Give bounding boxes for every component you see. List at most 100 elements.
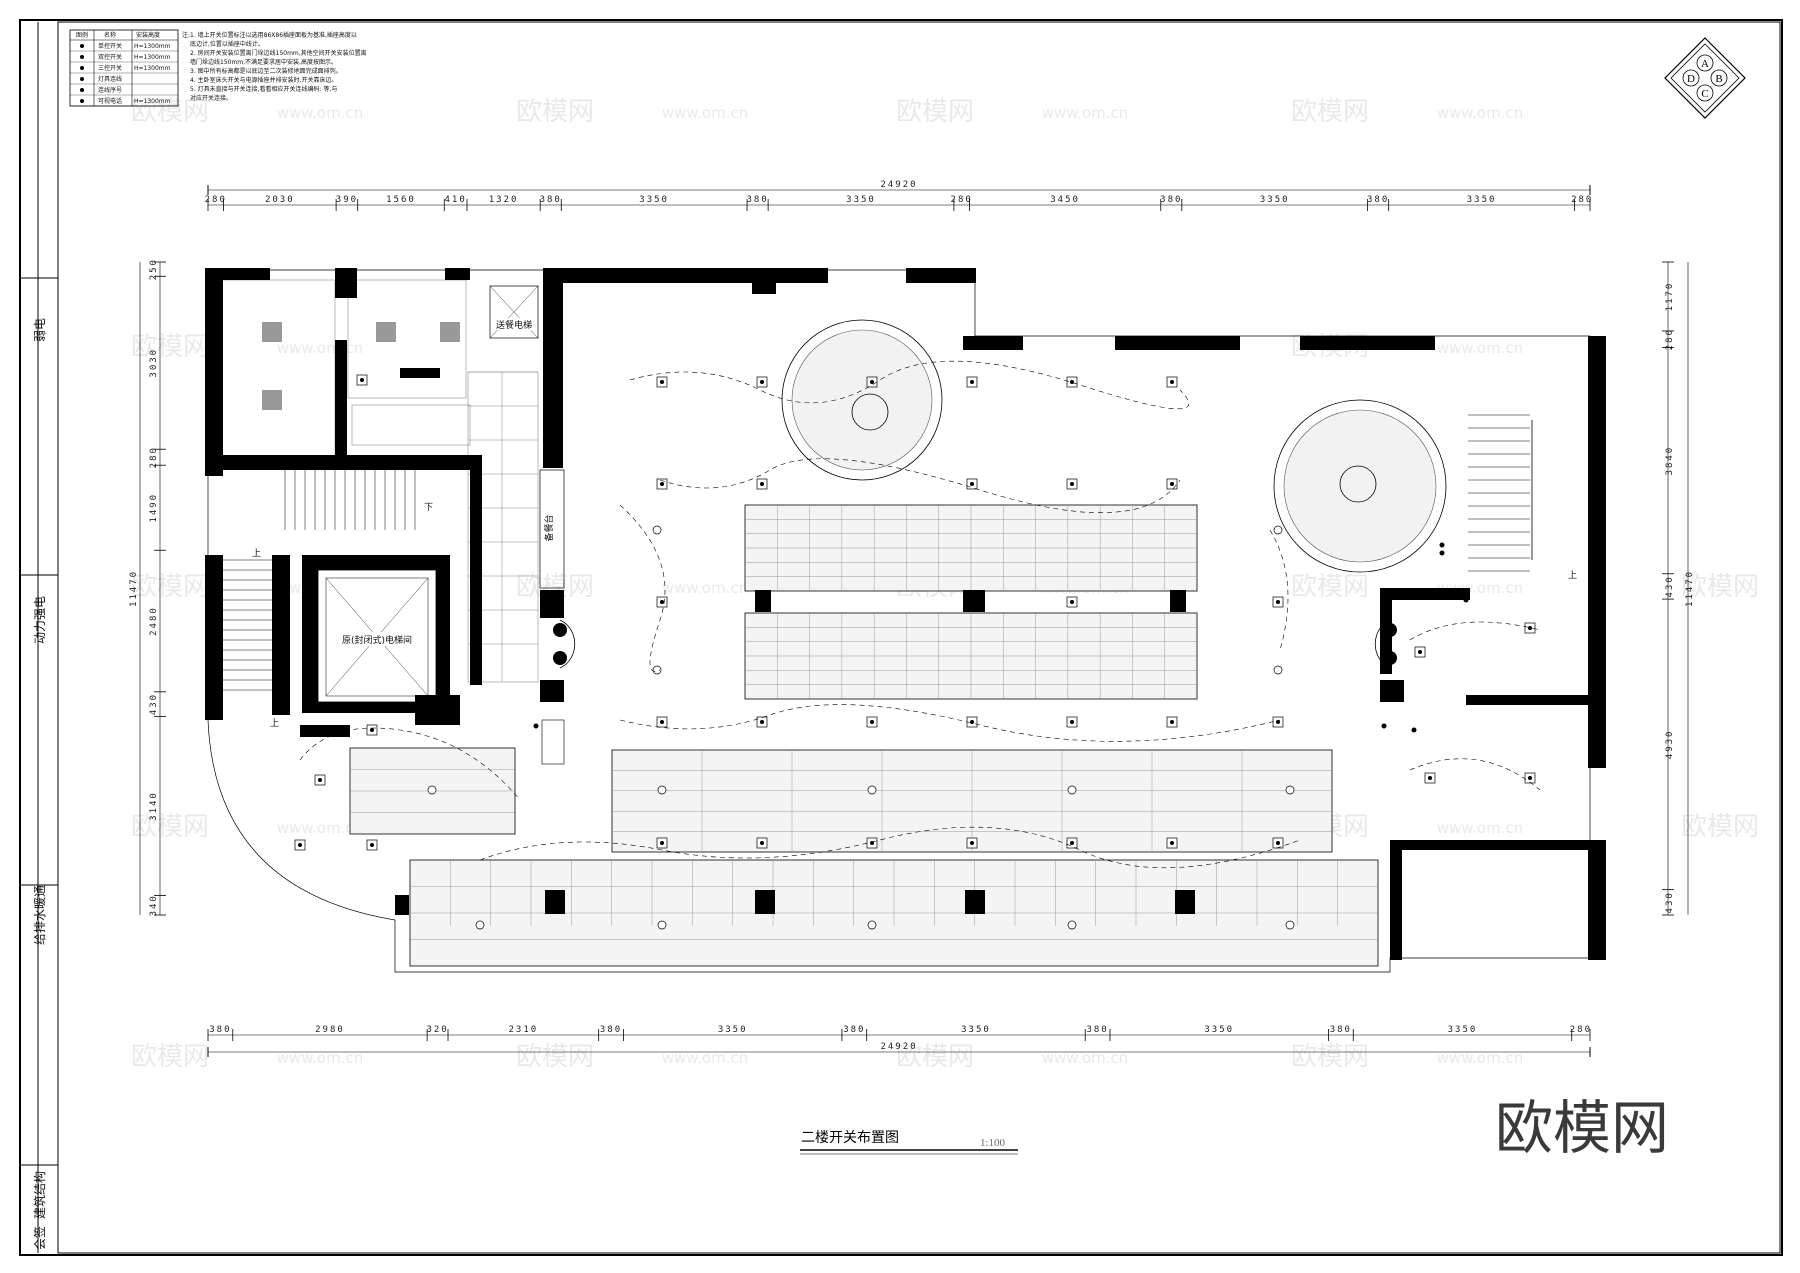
wall-segment — [1588, 588, 1606, 768]
downlight-icon — [867, 920, 877, 930]
stair-up-label-1: 上 — [252, 548, 261, 559]
column-pad — [376, 322, 396, 342]
wall-segment — [1390, 840, 1402, 960]
watermark-url: www.om.cn — [277, 819, 364, 837]
legend-name: 连线序号 — [98, 86, 122, 94]
watermark-url: www.om.cn — [1042, 1049, 1129, 1067]
wiring-line — [1409, 758, 1541, 791]
wall-segment — [1115, 336, 1240, 350]
watermark-url: www.om.cn — [1437, 104, 1524, 122]
compass-label-b: B — [1715, 73, 1722, 85]
dimension-label: 3350 — [1260, 195, 1290, 205]
watermark-cn: 欧模网 — [516, 1042, 594, 1072]
downlight-icon — [652, 525, 662, 535]
wall-segment — [445, 268, 470, 280]
drawing-scale: 1:100 — [980, 1137, 1006, 1149]
lighting-fixtures — [294, 374, 1536, 930]
watermark-cn: 欧模网 — [896, 97, 974, 127]
watermark-url: www.om.cn — [1437, 1049, 1524, 1067]
dimension-total: 24920 — [880, 180, 917, 190]
wall-segment — [205, 555, 223, 720]
downlight-icon — [1285, 785, 1295, 795]
dimension-label: 3350 — [639, 195, 669, 205]
note-line: 2. 房间开关安装位置离门垛边线150mm,其他空间开关安装位置离 — [190, 49, 367, 57]
dimension-label: 430 — [1665, 891, 1675, 913]
note-line: 3. 图中所有标高都是以底边至二次装修地面完成面排列。 — [190, 67, 342, 75]
note-line: 墙门垛边线150mm,不满足要求居中安装,高度按图示。 — [190, 58, 337, 66]
dimension-label: 380 — [1086, 1025, 1108, 1035]
design-notes: 注: 1. 墙上开关位置标注以选用86X86插座面板为基准,插座高度以 底边计,… — [182, 31, 367, 102]
watermark-url: www.om.cn — [1042, 104, 1129, 122]
dimension-label: 280 — [1571, 195, 1593, 205]
dimension-label: 2030 — [265, 195, 295, 205]
dimension-label: 380 — [540, 195, 562, 205]
watermark-url: www.om.cn — [277, 1049, 364, 1067]
dimension-label: 3350 — [846, 195, 876, 205]
floor-plan: 原(封闭式)电梯间 送餐电梯 备餐台 — [205, 268, 1606, 973]
note-line: 1. 墙上开关位置标注以选用86X86插座面板为基准,插座高度以 — [190, 31, 357, 39]
wiring-line — [299, 727, 521, 801]
dimension-label: 1320 — [489, 195, 519, 205]
wall-segment — [205, 268, 223, 476]
dimension-label: 320 — [426, 1025, 448, 1035]
dimension-label: 2980 — [315, 1025, 345, 1035]
watermark-cn: 欧模网 — [131, 1042, 209, 1072]
switch-icon — [553, 423, 559, 429]
switch-icon — [1381, 723, 1387, 729]
dimension-total: 24920 — [880, 1042, 917, 1052]
wall-segment — [335, 340, 347, 460]
dimension-label: 410 — [444, 195, 466, 205]
wall-segment — [220, 455, 470, 470]
dimension-label: 3840 — [1665, 446, 1675, 476]
stairs — [222, 414, 1533, 691]
legend-header-height: 安装高度 — [136, 31, 160, 39]
downlight-icon — [1273, 525, 1283, 535]
service-counter-label: 备餐台 — [543, 514, 555, 541]
compass-label-d: D — [1687, 73, 1695, 85]
watermark-cn: 欧模网 — [1291, 572, 1369, 602]
switch-icon — [553, 415, 559, 421]
watermark-cn: 欧模网 — [1291, 97, 1369, 127]
inner-frame — [57, 21, 1781, 1254]
title-block-plumbing-hvac: 给排水暖通 — [33, 885, 47, 945]
dimension-label: 380 — [1367, 195, 1389, 205]
wiring-line — [619, 704, 1281, 742]
dimension-label: 3350 — [961, 1025, 991, 1035]
drawing-title: 二楼开关布置图 — [801, 1130, 899, 1146]
dumbwaiter: 送餐电梯 — [489, 285, 539, 339]
legend-header-symbol: 图例 — [76, 31, 88, 39]
dimension-label: 1170 — [1665, 282, 1675, 312]
title-block-weak-current: 弱电 — [33, 318, 47, 342]
wall-segment — [300, 725, 350, 737]
dimension-label: 250 — [149, 258, 159, 280]
dimension-label: 390 — [336, 195, 358, 205]
dimension-label: 280 — [149, 446, 159, 468]
wall-segment — [395, 895, 409, 915]
switch-icon — [533, 723, 539, 729]
stair-up-label-2: 上 — [270, 718, 279, 729]
column-pad — [262, 322, 282, 342]
legend-name: 双控开关 — [98, 53, 122, 61]
wall-segment — [963, 590, 985, 612]
wall-segment — [543, 268, 828, 283]
round-table-2 — [1339, 465, 1377, 503]
legend-symbol — [80, 77, 84, 81]
legend-symbol — [80, 66, 84, 70]
watermark-url: www.om.cn — [277, 339, 364, 357]
compass-label-c: C — [1701, 88, 1708, 100]
watermark-url: www.om.cn — [1437, 339, 1524, 357]
watermark-cn: 欧模网 — [131, 572, 209, 602]
downlight-icon — [1067, 920, 1077, 930]
title-block-power: 动力强电 — [33, 596, 47, 644]
note-line: 5. 灯具未直接与开关连接,看看相应开关连线编码: 等,与 — [190, 85, 337, 93]
wall-segment — [540, 590, 564, 618]
dimension-label: 380 — [843, 1025, 865, 1035]
wall-segment — [335, 268, 357, 298]
legend-name: 灯具连线 — [98, 75, 122, 83]
wiring-line — [479, 826, 1301, 869]
legend-name: 可视电话 — [98, 97, 122, 105]
wall-segment — [272, 555, 290, 715]
downlight-icon — [657, 920, 667, 930]
dimension-label: 380 — [1160, 195, 1182, 205]
